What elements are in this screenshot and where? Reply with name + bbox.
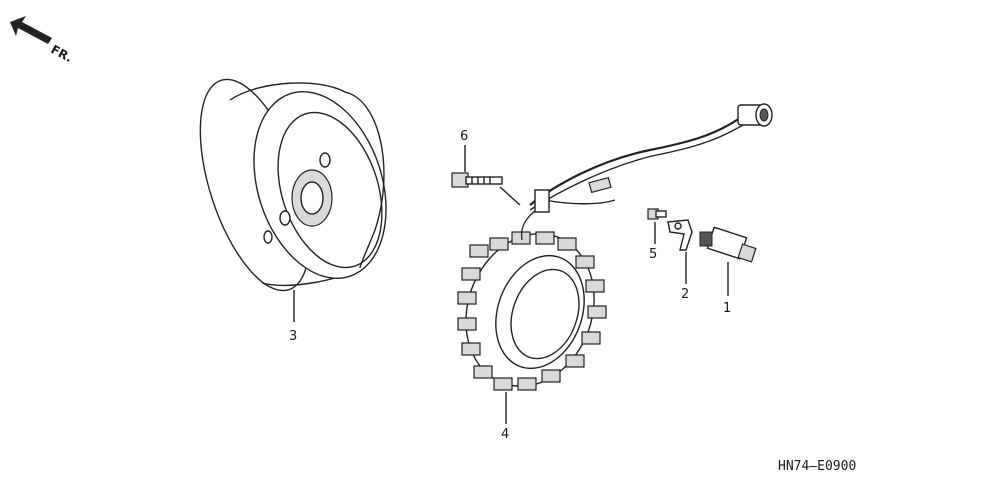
bracket-part: [667, 219, 693, 251]
pulser-sensor-part: [699, 226, 757, 263]
callout-3: 3: [289, 329, 297, 344]
direction-arrow-icon: [10, 16, 52, 44]
flywheel-part: [199, 78, 387, 292]
stator-coils: [457, 231, 607, 391]
leader-line-6b: [499, 186, 521, 206]
callout-5: 5: [649, 247, 657, 262]
callout-2: 2: [681, 287, 689, 302]
direction-label: FR.: [49, 42, 75, 65]
flange-bolt-part: [451, 172, 503, 188]
connector-icon: [737, 103, 773, 127]
callout-1: 1: [723, 301, 731, 316]
callout-6: 6: [460, 129, 468, 144]
stator-part: [457, 231, 607, 391]
small-bolt-part: [647, 208, 667, 220]
wire-harness: [520, 103, 773, 241]
diagram-code: HN74—E0900: [778, 459, 856, 474]
callout-4: 4: [501, 427, 509, 442]
